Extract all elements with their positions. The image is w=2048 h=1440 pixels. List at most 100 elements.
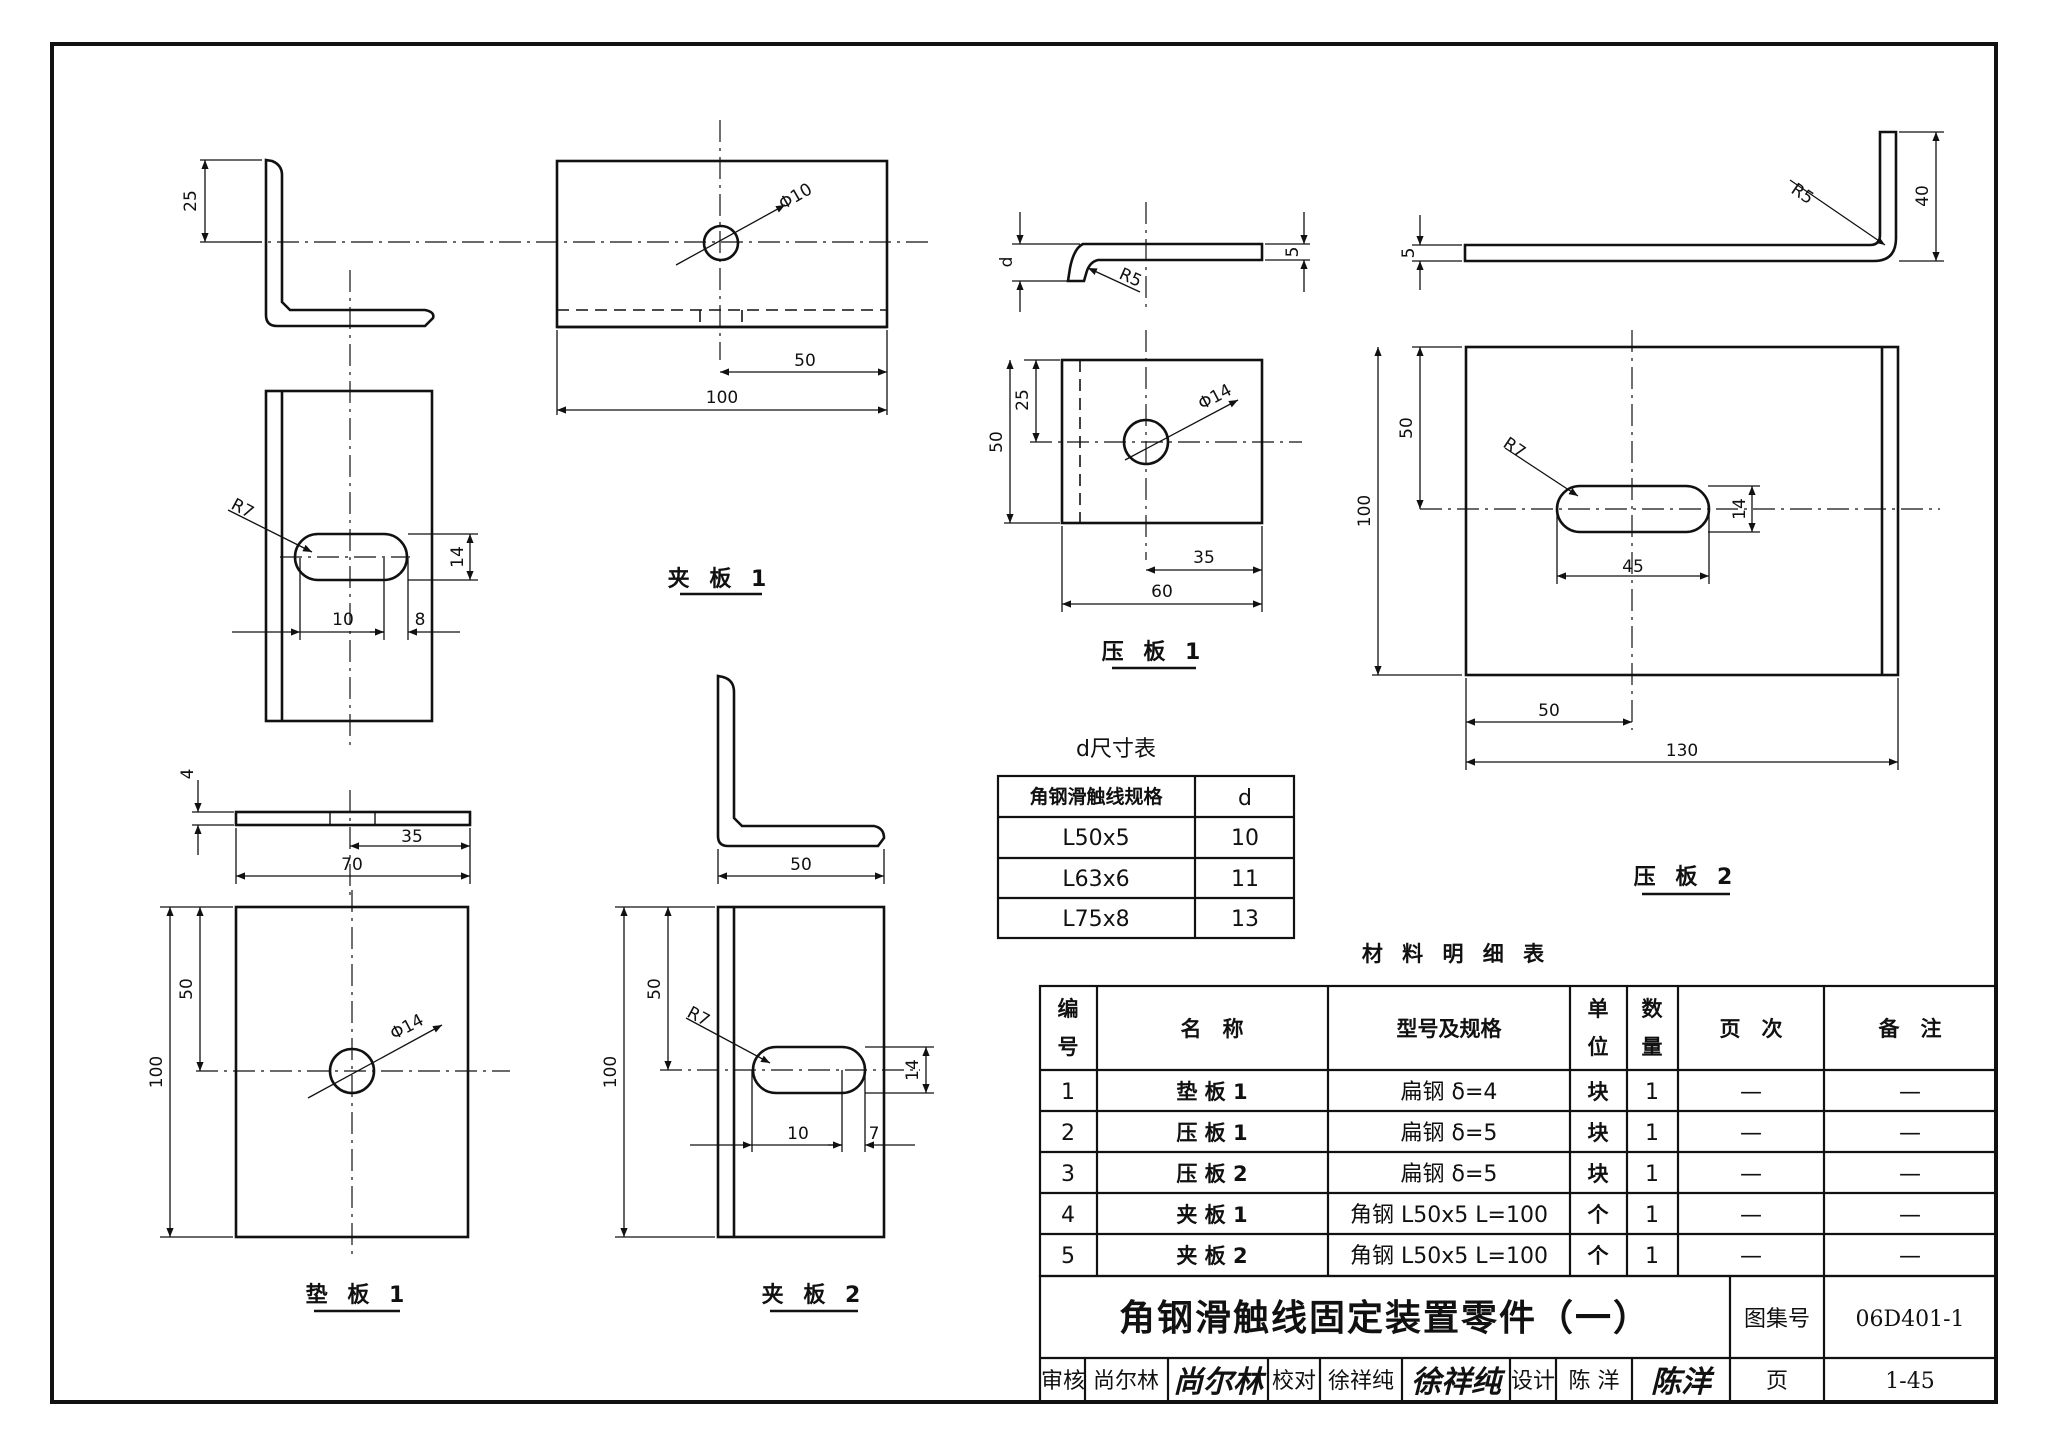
dim-text: 10	[787, 1124, 809, 1144]
designer-name: 陈 洋	[1569, 1369, 1620, 1394]
table-cell: 压 板 1	[1176, 1121, 1247, 1145]
view-label-dianban1: 垫 板 1	[306, 1282, 411, 1308]
table-cell: 1	[1645, 1203, 1659, 1228]
table-cell: 角钢 L50x5 L=100	[1350, 1244, 1548, 1269]
dim-text: 14	[448, 546, 468, 568]
dim-text: 5	[1283, 247, 1303, 258]
check-label: 校对	[1272, 1369, 1316, 1394]
d-table-cell: L50x5	[1062, 826, 1129, 851]
dim-text: 8	[415, 610, 426, 630]
atlas-number: 06D401-1	[1855, 1307, 1964, 1332]
dim-text: R7	[684, 1003, 713, 1031]
header-qty-1: 数	[1642, 997, 1664, 1021]
dim-text: 7	[869, 1124, 880, 1144]
header-qty-2: 量	[1642, 1035, 1663, 1059]
design-label: 设计	[1511, 1369, 1555, 1394]
dim-text: 5	[1399, 248, 1419, 259]
table-cell: 垫 板 1	[1176, 1080, 1247, 1104]
table-cell: —	[1899, 1203, 1921, 1228]
view-dianban1-front: Φ14 50 100	[147, 890, 510, 1260]
header-page: 页 次	[1720, 1017, 1783, 1041]
reviewer-name: 尚尔林	[1093, 1369, 1159, 1394]
header-no-1: 编	[1058, 997, 1079, 1021]
dim-text: 50	[1397, 417, 1417, 439]
table-cell: —	[1899, 1244, 1921, 1269]
view-dianban1-side: 4 35 70	[178, 769, 472, 900]
d-table-header-spec: 角钢滑触线规格	[1029, 785, 1163, 808]
materials-title: 材 料 明 细 表	[1362, 942, 1550, 966]
dim-text: 14	[1730, 498, 1750, 520]
dim-text: 100	[1355, 495, 1375, 527]
view-label-jiaban2: 夹 板 2	[762, 1283, 867, 1308]
dim-text: 10	[332, 610, 354, 630]
header-spec: 型号及规格	[1397, 1017, 1503, 1041]
table-cell: 1	[1645, 1244, 1659, 1269]
dim-text: 50	[177, 978, 197, 1000]
table-cell: 块	[1588, 1121, 1610, 1145]
checker-name: 徐祥纯	[1328, 1369, 1394, 1394]
table-cell: 扁钢 δ=5	[1401, 1162, 1498, 1187]
table-cell: 块	[1588, 1080, 1610, 1104]
table-cell: 扁钢 δ=4	[1401, 1080, 1498, 1105]
dim-text: 40	[1913, 185, 1933, 207]
d-size-table: d尺寸表 角钢滑触线规格 d L50x5 10 L63x6 11 L75x8 1…	[996, 737, 1296, 940]
designer-signature: 陈洋	[1651, 1365, 1715, 1400]
dim-text: Φ10	[776, 180, 816, 215]
dim-text: 35	[401, 827, 423, 847]
page-label: 页	[1766, 1369, 1788, 1394]
view-yaban1-side: d 5 R5	[997, 202, 1310, 312]
dim-text: 50	[794, 351, 816, 371]
view-jiaban1-front: R7 14 10 8	[228, 389, 478, 723]
dim-text: R7	[1499, 434, 1529, 463]
dim-text: R5	[1787, 180, 1817, 209]
table-cell: —	[1899, 1080, 1921, 1105]
dim-text: 14	[903, 1059, 923, 1081]
review-label: 审核	[1041, 1369, 1085, 1394]
dim-text: 35	[1193, 548, 1215, 568]
dim-text: 130	[1666, 741, 1698, 761]
table-cell: —	[1740, 1121, 1762, 1146]
title-block: 角钢滑触线固定装置零件（一） 图集号 06D401-1 审核 尚尔林 尚尔林 校…	[1038, 1274, 1998, 1404]
dim-text: 100	[601, 1056, 621, 1088]
table-cell: —	[1740, 1162, 1762, 1187]
table-cell: 块	[1588, 1162, 1610, 1186]
dim-text: 50	[1538, 701, 1560, 721]
dim-text: 50	[987, 431, 1007, 453]
d-table-header-d: d	[1238, 786, 1252, 811]
d-table-cell: L63x6	[1062, 867, 1129, 892]
dim-text: 4	[178, 769, 198, 780]
table-cell: 夹 板 1	[1176, 1203, 1247, 1227]
view-label-jiaban1: 夹 板 1	[668, 567, 773, 592]
header-unit-2: 位	[1588, 1035, 1609, 1059]
page-number: 1-45	[1885, 1369, 1934, 1394]
view-jiaban1-top: Φ10 50 100	[555, 120, 889, 415]
dim-text: 25	[181, 190, 201, 212]
table-cell: 个	[1588, 1203, 1610, 1227]
table-cell: 1	[1645, 1121, 1659, 1146]
dim-text: d	[997, 257, 1017, 268]
header-name: 名 称	[1181, 1017, 1244, 1041]
view-jiaban2-front: R7 50 100 14 10 7	[601, 905, 934, 1239]
dim-text: R5	[1116, 264, 1145, 291]
dim-text: 25	[1013, 389, 1033, 411]
table-cell: 扁钢 δ=5	[1401, 1121, 1498, 1146]
table-cell: —	[1899, 1162, 1921, 1187]
dim-text: 50	[645, 978, 665, 1000]
dim-text: 45	[1622, 557, 1644, 577]
header-no-2: 号	[1058, 1035, 1079, 1059]
dim-text: Φ14	[387, 1010, 427, 1044]
table-cell: 个	[1588, 1244, 1610, 1268]
d-table-cell: 11	[1231, 867, 1259, 892]
d-table-title: d尺寸表	[1076, 737, 1156, 762]
view-jiaban2-side: 50	[716, 674, 886, 884]
table-cell: 4	[1061, 1203, 1075, 1228]
table-cell: 角钢 L50x5 L=100	[1350, 1203, 1548, 1228]
atlas-label: 图集号	[1744, 1307, 1810, 1332]
table-cell: 1	[1645, 1080, 1659, 1105]
drawing-frame	[50, 42, 1998, 1404]
table-cell: 5	[1061, 1244, 1075, 1269]
reviewer-signature: 尚尔林	[1173, 1365, 1267, 1400]
drawing-title: 角钢滑触线固定装置零件（一）	[1119, 1298, 1651, 1339]
dim-text: Φ14	[1195, 380, 1235, 414]
